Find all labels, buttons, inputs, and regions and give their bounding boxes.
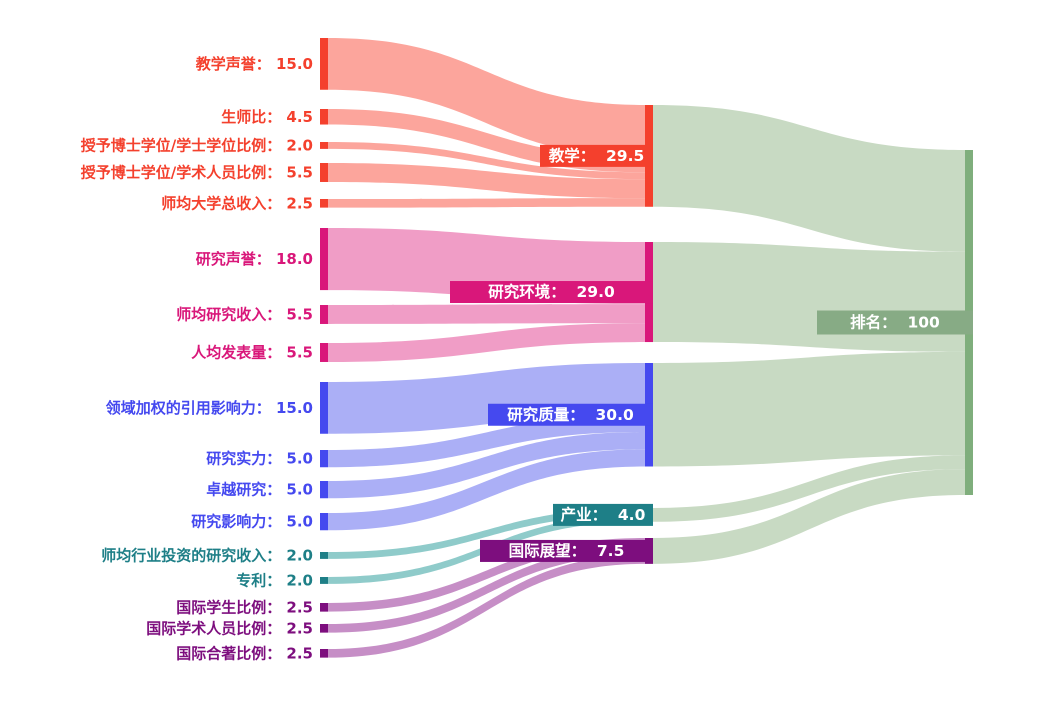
flow-research-quality-to-rank[interactable] — [653, 351, 965, 467]
flow-industry-income[interactable] — [328, 508, 645, 559]
flow-institutional-income[interactable] — [328, 198, 645, 208]
label-industry-income: 师均行业投资的研究收入： 2.0 — [101, 546, 313, 564]
flow-research-influence[interactable] — [328, 449, 645, 531]
flow-international-coauthorship[interactable] — [328, 555, 645, 658]
label-doctorate-bachelor-ratio: 授予博士学位/学士学位比例： 2.0 — [81, 136, 313, 154]
node-research-strength[interactable] — [320, 450, 328, 468]
label-box-research-environment — [450, 281, 653, 304]
flow-doctorate-bachelor-ratio[interactable] — [328, 142, 645, 180]
node-doctorate-bachelor-ratio[interactable] — [320, 142, 328, 149]
node-research-influence[interactable] — [320, 513, 328, 531]
node-institutional-income[interactable] — [320, 199, 328, 208]
label-industry: 产业： 4.0 — [561, 505, 646, 524]
label-student-staff-ratio: 生师比： 4.5 — [221, 108, 313, 126]
node-field-weighted-citation-impact[interactable] — [320, 382, 328, 434]
label-research-income: 师均研究收入： 5.5 — [176, 305, 313, 323]
label-research-strength: 研究实力： 5.0 — [206, 450, 313, 468]
node-student-staff-ratio[interactable] — [320, 109, 328, 125]
node-international-coauthorship[interactable] — [320, 649, 328, 658]
label-international-staff: 国际学术人员比例： 2.5 — [146, 619, 313, 637]
label-international-students: 国际学生比例： 2.5 — [176, 598, 313, 616]
label-field-weighted-citation-impact: 领域加权的引用影响力： 15.0 — [105, 399, 313, 417]
label-teaching-reputation: 教学声誉： 15.0 — [195, 55, 313, 73]
node-patents[interactable] — [320, 577, 328, 584]
flow-industry-to-rank[interactable] — [653, 455, 965, 522]
sankey-labels: 教学声誉： 15.0 生师比： 4.5 授予博士学位/学士学位比例： 2.0 授予博士… — [81, 55, 973, 662]
flow-teaching-reputation[interactable] — [328, 38, 645, 157]
flow-international-outlook-to-rank[interactable] — [653, 469, 965, 564]
label-doctorate-staff-ratio: 授予博士学位/学术人员比例： 5.5 — [81, 163, 313, 181]
label-research-excellence: 卓越研究： 5.0 — [206, 481, 313, 499]
node-teaching-reputation[interactable] — [320, 38, 328, 90]
node-research-reputation[interactable] — [320, 228, 328, 291]
node-research-excellence[interactable] — [320, 481, 328, 499]
label-rank: 排名： 100 — [850, 313, 940, 332]
flow-doctorate-staff-ratio[interactable] — [328, 163, 645, 199]
flow-international-students[interactable] — [328, 538, 645, 612]
label-teaching: 教学： 29.5 — [549, 146, 645, 165]
label-patents: 专利： 2.0 — [236, 571, 313, 589]
label-international-outlook: 国际展望： 7.5 — [509, 541, 625, 560]
node-doctorate-staff-ratio[interactable] — [320, 163, 328, 182]
label-box-research-quality — [488, 403, 653, 426]
label-international-coauthorship: 国际合著比例： 2.5 — [176, 644, 313, 662]
label-research-productivity: 人均发表量： 5.5 — [191, 343, 313, 361]
node-research-income[interactable] — [320, 305, 328, 324]
label-box-industry — [553, 503, 653, 526]
node-industry-income[interactable] — [320, 552, 328, 559]
label-research-quality: 研究质量： 30.0 — [507, 405, 634, 424]
flow-research-environment-to-rank[interactable] — [653, 242, 965, 352]
flow-international-staff[interactable] — [328, 546, 645, 633]
label-box-rank — [817, 310, 973, 335]
flow-research-productivity[interactable] — [328, 323, 645, 362]
flow-research-strength[interactable] — [328, 414, 645, 468]
label-institutional-income: 师均大学总收入： 2.5 — [161, 194, 313, 212]
node-international-students[interactable] — [320, 603, 328, 612]
label-research-environment: 研究环境： 29.0 — [488, 282, 615, 301]
flow-teaching-to-rank[interactable] — [653, 105, 965, 252]
label-box-teaching — [540, 144, 653, 167]
node-international-staff[interactable] — [320, 624, 328, 633]
node-research-productivity[interactable] — [320, 343, 328, 362]
label-research-influence: 研究影响力： 5.0 — [191, 513, 313, 531]
label-research-reputation: 研究声誉： 18.0 — [196, 250, 313, 268]
flow-research-excellence[interactable] — [328, 432, 645, 499]
flow-research-income[interactable] — [328, 304, 645, 324]
label-box-international-outlook — [480, 539, 653, 562]
